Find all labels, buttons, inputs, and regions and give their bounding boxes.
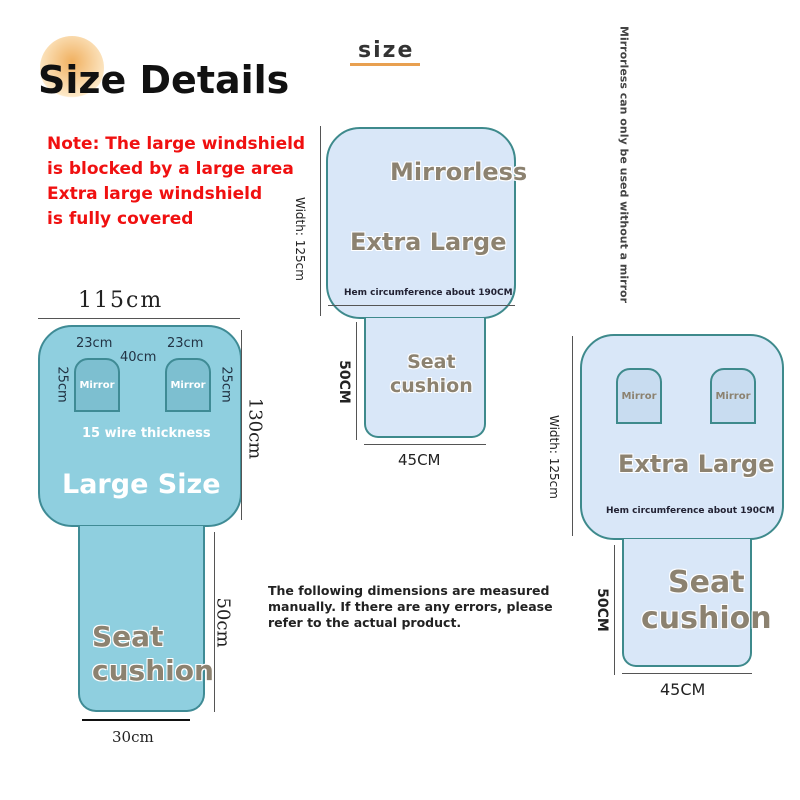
large-size-label: Large Size <box>62 469 221 500</box>
xl-seat-width-label: 45CM <box>398 451 441 469</box>
large-width-line <box>38 318 240 319</box>
xl2-seat-width-label: 45CM <box>660 680 706 699</box>
xl-mirrorless-seat <box>364 318 486 438</box>
xl-mirrorless-hem: Hem circumference about 190CM <box>344 288 513 298</box>
title-sun-decoration <box>40 36 104 100</box>
mirrorless-tag: Mirrorless <box>390 158 528 186</box>
xl-seat-height-label: 50CM <box>335 360 352 404</box>
xl-seat-height-line <box>356 322 357 440</box>
seat-line: cushion <box>92 654 214 687</box>
note-line: Note: The large windshield <box>47 134 306 154</box>
large-seat-cushion <box>78 526 205 712</box>
large-mirror-left: Mirror <box>74 358 120 412</box>
disclaimer: The following dimensions are measured ma… <box>268 583 553 631</box>
page-title: Size Details <box>38 58 290 102</box>
xl-mirrorless-seat-label: Seat cushion <box>390 350 473 398</box>
large-seat-height-line <box>214 532 215 712</box>
xl-mirror-seat <box>622 539 752 667</box>
mirror-width-left: 23cm <box>76 336 113 351</box>
mirror-height-right: 25cm <box>218 366 234 403</box>
xl2-width-label: Width: 125cm <box>547 415 561 499</box>
seat-line: Seat <box>92 620 164 653</box>
large-seat-width-label: 30cm <box>112 728 154 746</box>
large-seat-width-line <box>82 719 190 721</box>
large-seat-label: Seat cushion <box>92 620 214 688</box>
mirror-height-left: 25cm <box>54 366 70 403</box>
xl-mirrorless-name: Extra Large <box>350 228 507 256</box>
xl2-seat-height-line <box>614 545 615 675</box>
mirror-width-right: 23cm <box>167 336 204 351</box>
windshield-note: Note: The large windshield is blocked by… <box>47 132 305 232</box>
large-windshield <box>38 325 242 527</box>
large-seat-height-label: 50cm <box>212 597 234 648</box>
mirrorless-side-note: Mirrorless can only be used without a mi… <box>617 26 631 303</box>
xl-width-label: Width: 125cm <box>293 197 307 281</box>
mirror-gap: 40cm <box>120 350 157 365</box>
seat-line: cushion <box>641 601 772 636</box>
xl2-seat-width-line <box>622 673 752 674</box>
xl2-seat-height-label: 50CM <box>593 588 610 632</box>
xl-mirror-seat-label: Seat cushion <box>641 565 772 637</box>
large-mirror-right: Mirror <box>165 358 211 412</box>
xl-width-line <box>320 126 321 316</box>
xl-mirror-left: Mirror <box>616 368 662 424</box>
thickness-label: 15 wire thickness <box>82 426 211 441</box>
xl-mirror-hem: Hem circumference about 190CM <box>606 506 775 516</box>
disclaimer-line: manually. If there are any errors, pleas… <box>268 599 553 614</box>
disclaimer-line: refer to the actual product. <box>268 615 462 630</box>
xl-mirror-windshield <box>580 334 784 540</box>
seat-line: cushion <box>390 375 473 397</box>
seat-line: Seat <box>407 351 456 373</box>
disclaimer-line: The following dimensions are measured <box>268 583 550 598</box>
size-underline <box>350 63 420 66</box>
large-width-label: 115cm <box>78 288 164 313</box>
hem-line <box>328 305 515 306</box>
xl-mirror-name: Extra Large <box>618 450 775 478</box>
large-height-line <box>241 330 242 520</box>
xl-mirror-right: Mirror <box>710 368 756 424</box>
note-line: Extra large windshield <box>47 184 263 204</box>
size-heading: size <box>358 38 415 63</box>
large-height-label: 130cm <box>244 397 266 460</box>
xl2-width-line <box>572 336 573 536</box>
xl-seat-width-line <box>364 444 486 445</box>
note-line: is fully covered <box>47 209 194 229</box>
xl-mirrorless-windshield <box>326 127 516 319</box>
seat-line: Seat <box>668 565 745 600</box>
note-line: is blocked by a large area <box>47 159 294 179</box>
